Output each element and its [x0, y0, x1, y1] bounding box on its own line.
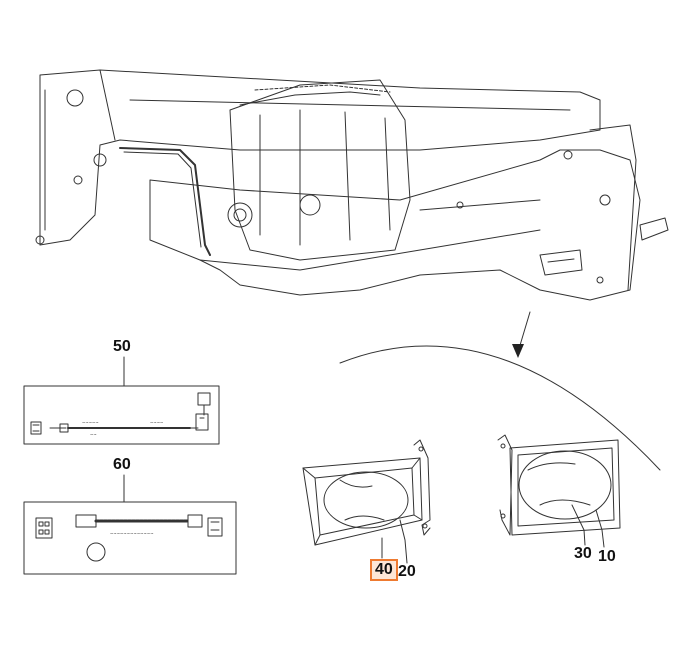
- wiring-harness-50-icon: [30, 392, 211, 435]
- vehicle-outline-icon: [35, 69, 669, 301]
- callout-60[interactable]: 60: [113, 456, 131, 473]
- svg-text:~~~~~~~~~~~~~: ~~~~~~~~~~~~~: [110, 531, 154, 536]
- item-60-box: [23, 501, 237, 575]
- work-light-left-icon: [302, 439, 431, 546]
- view-arc: [339, 345, 661, 471]
- callout-40[interactable]: 40: [370, 559, 398, 581]
- leader-30: [571, 504, 586, 546]
- svg-text:~~~~: ~~~~: [150, 420, 163, 425]
- callout-30[interactable]: 30: [574, 545, 592, 562]
- leader-20: [399, 519, 408, 564]
- item-50-box: [23, 385, 220, 445]
- svg-text:~~~~~: ~~~~~: [82, 420, 99, 425]
- leader-10: [595, 509, 605, 548]
- view-arrow-icon: [512, 344, 524, 358]
- callout-10[interactable]: 10: [598, 548, 616, 565]
- callout-20[interactable]: 20: [398, 563, 416, 580]
- svg-text:~~: ~~: [90, 432, 97, 437]
- work-light-right-icon: [497, 434, 621, 536]
- wiring-harness-60-icon: [35, 514, 223, 562]
- callout-50[interactable]: 50: [113, 338, 131, 355]
